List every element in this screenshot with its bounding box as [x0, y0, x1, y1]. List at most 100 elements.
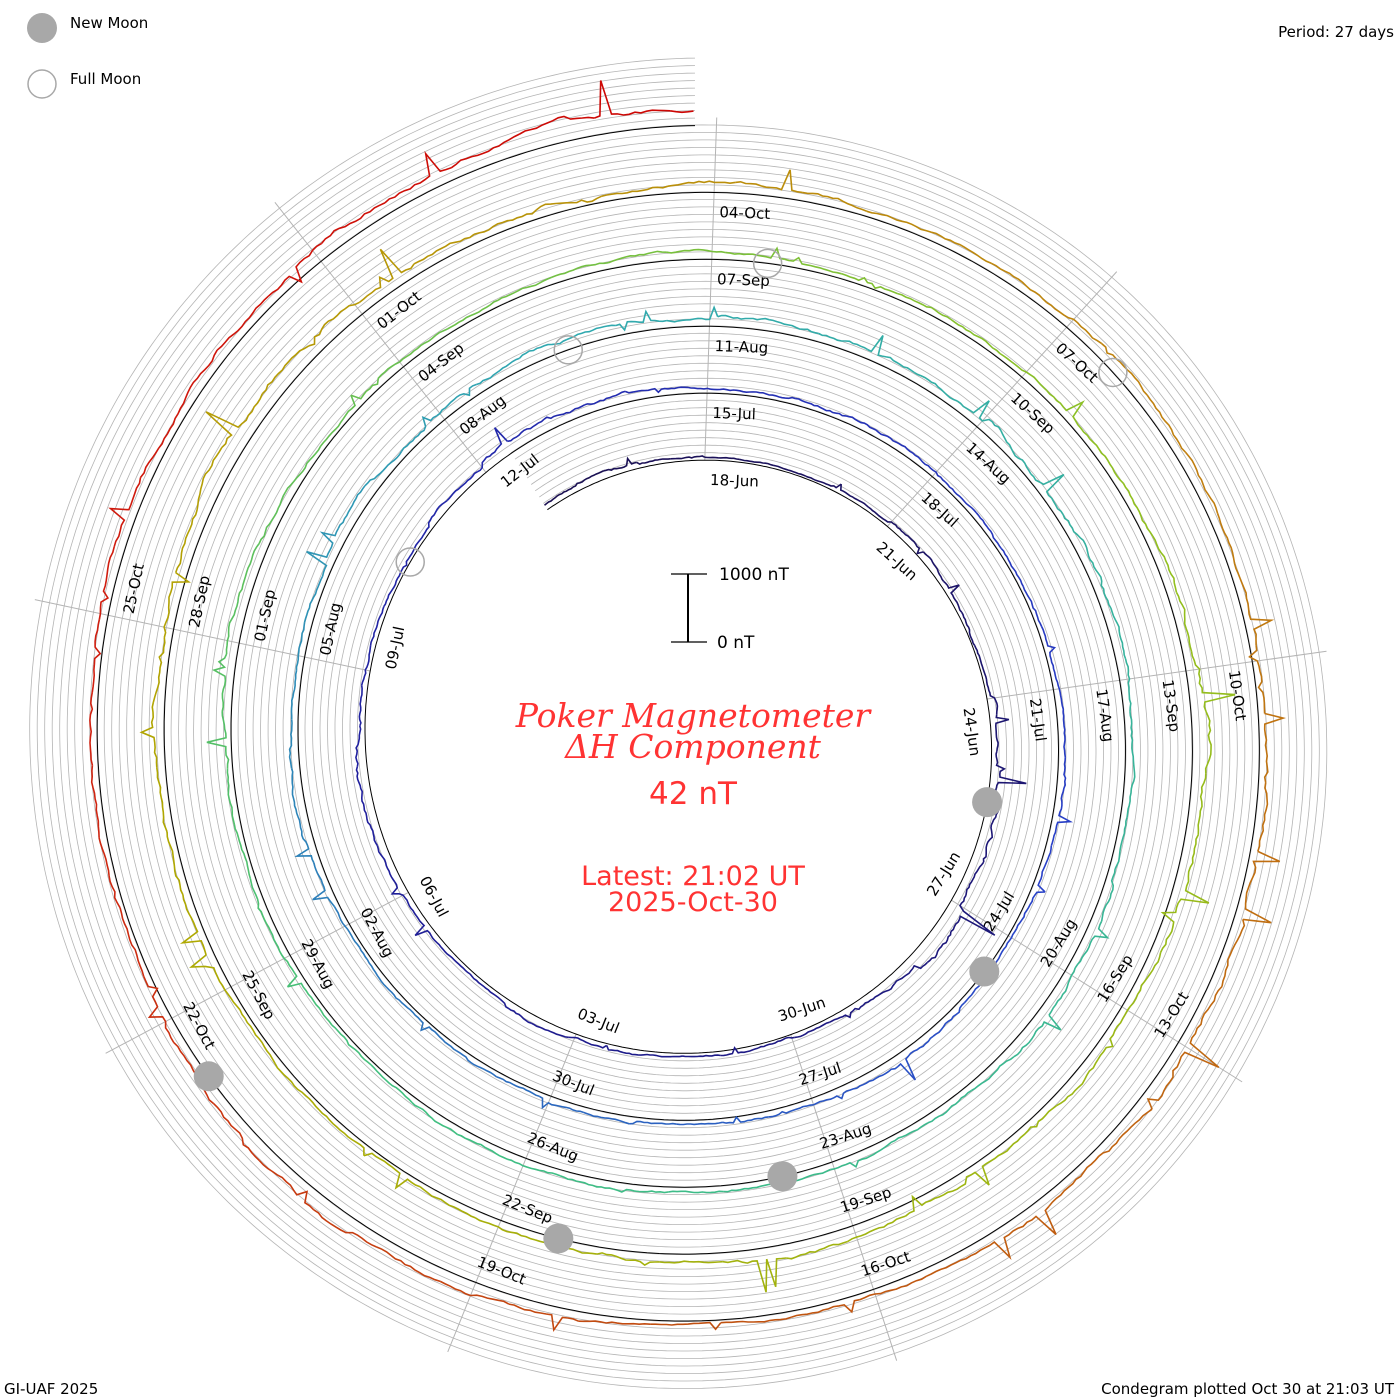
trace-segment	[400, 415, 438, 452]
trace-segment	[1030, 473, 1065, 516]
trace-segment	[258, 1160, 315, 1211]
trace-segment	[818, 332, 869, 351]
trace-segment	[538, 1095, 584, 1114]
trace-segment	[225, 597, 240, 655]
date-label: 22-Sep	[500, 1191, 556, 1227]
trace-segment	[989, 1205, 1057, 1260]
trace-segment	[1190, 651, 1236, 712]
date-label: 15-Jul	[712, 404, 756, 424]
full-moon-marker	[553, 335, 583, 365]
spoke	[274, 201, 487, 473]
grid-ring	[44, 72, 1313, 1374]
trace-segment	[508, 1303, 579, 1333]
full-moon-legend-label: Full Moon	[70, 70, 141, 88]
trace-segment	[583, 1111, 630, 1125]
trace-segment	[659, 1260, 723, 1264]
trace-segment	[519, 338, 568, 359]
trace-segment	[559, 1174, 614, 1190]
trace-segment	[206, 711, 230, 769]
trace-segment	[859, 1275, 927, 1301]
trace-segment	[439, 1280, 510, 1305]
trace-segment	[897, 292, 952, 321]
trace-segment	[108, 477, 142, 548]
latest-time: Latest: 21:02 UT	[581, 861, 805, 892]
trace-segment	[91, 619, 102, 693]
trace-segment	[288, 719, 293, 769]
trace-segment	[913, 371, 958, 402]
trace-segment	[995, 750, 1027, 789]
trace-segment	[603, 456, 637, 472]
date-label: 22-Oct	[179, 999, 219, 1052]
trace-segment	[239, 1009, 276, 1064]
trace-segment	[710, 388, 754, 394]
trace-segment	[772, 464, 807, 477]
trace-segment	[261, 345, 310, 395]
trace-segment	[790, 1298, 860, 1318]
trace-segment	[866, 210, 932, 233]
trace-segment	[990, 262, 1048, 304]
trace-segment	[704, 456, 740, 461]
trace-segment	[312, 862, 336, 908]
grid-ring	[59, 87, 1298, 1359]
period-label: Period: 27 days	[1278, 23, 1394, 41]
trace-segment	[419, 1019, 458, 1052]
spiral-baseline	[96, 125, 1260, 1322]
date-label: 07-Sep	[717, 270, 770, 290]
trace-segment	[385, 986, 422, 1021]
trace-segment	[284, 445, 322, 493]
trace-segment	[358, 685, 363, 727]
trace-segment	[629, 1120, 677, 1125]
trace-segment	[399, 328, 448, 363]
trace-segment	[1046, 390, 1088, 436]
trace-segment	[1086, 434, 1124, 484]
trace-segment	[90, 765, 100, 838]
trace-segment	[768, 318, 819, 335]
trace-segment	[401, 534, 425, 571]
trace-segment	[294, 816, 315, 864]
trace-segment	[440, 946, 471, 975]
trace-segment	[930, 231, 992, 265]
radial-spokes	[34, 117, 1327, 1361]
trace-segment	[925, 1244, 991, 1278]
trace-segment	[971, 1056, 1015, 1092]
trace-segment	[1060, 757, 1067, 803]
trace-segment	[905, 1185, 962, 1217]
full-moon-legend-icon	[27, 69, 57, 99]
trace-segment	[975, 512, 1002, 550]
trace-segment	[419, 1186, 476, 1219]
trace-segment	[601, 185, 669, 197]
baseline-spiral	[96, 125, 1260, 1322]
trace-segment	[544, 486, 574, 506]
date-label: 04-Oct	[719, 203, 771, 223]
trace-segment	[142, 975, 175, 1044]
trace-segment	[670, 455, 706, 460]
trace-segment	[605, 1045, 645, 1056]
trace-segment	[269, 930, 298, 988]
trace-segment	[384, 150, 452, 204]
new-moon-legend-label: New Moon	[70, 14, 148, 32]
trace-segment	[456, 1050, 497, 1078]
trace-segment	[568, 1036, 608, 1049]
trace-segment	[720, 1046, 759, 1057]
trace-segment	[166, 831, 184, 895]
latest-date: 2025-Oct-30	[608, 887, 778, 918]
trace-segment	[897, 1035, 934, 1081]
trace-segment	[507, 418, 545, 443]
grid-ring	[81, 110, 1275, 1337]
trace-segment	[1009, 1105, 1057, 1148]
trace-segment	[476, 427, 508, 473]
trace-segment	[922, 551, 945, 582]
trace-segment	[1050, 802, 1074, 847]
trace-segment	[355, 766, 365, 808]
trace-segment	[89, 692, 94, 766]
trace-segment	[1040, 626, 1057, 670]
trace-segment	[350, 361, 401, 400]
trace-segment	[717, 314, 770, 321]
trace-segment	[411, 1101, 458, 1136]
trace-segment	[847, 1215, 906, 1243]
trace-segment	[290, 670, 298, 720]
trace-segment	[1124, 658, 1132, 712]
trace-segment	[725, 246, 785, 260]
trace-segment	[360, 645, 372, 686]
